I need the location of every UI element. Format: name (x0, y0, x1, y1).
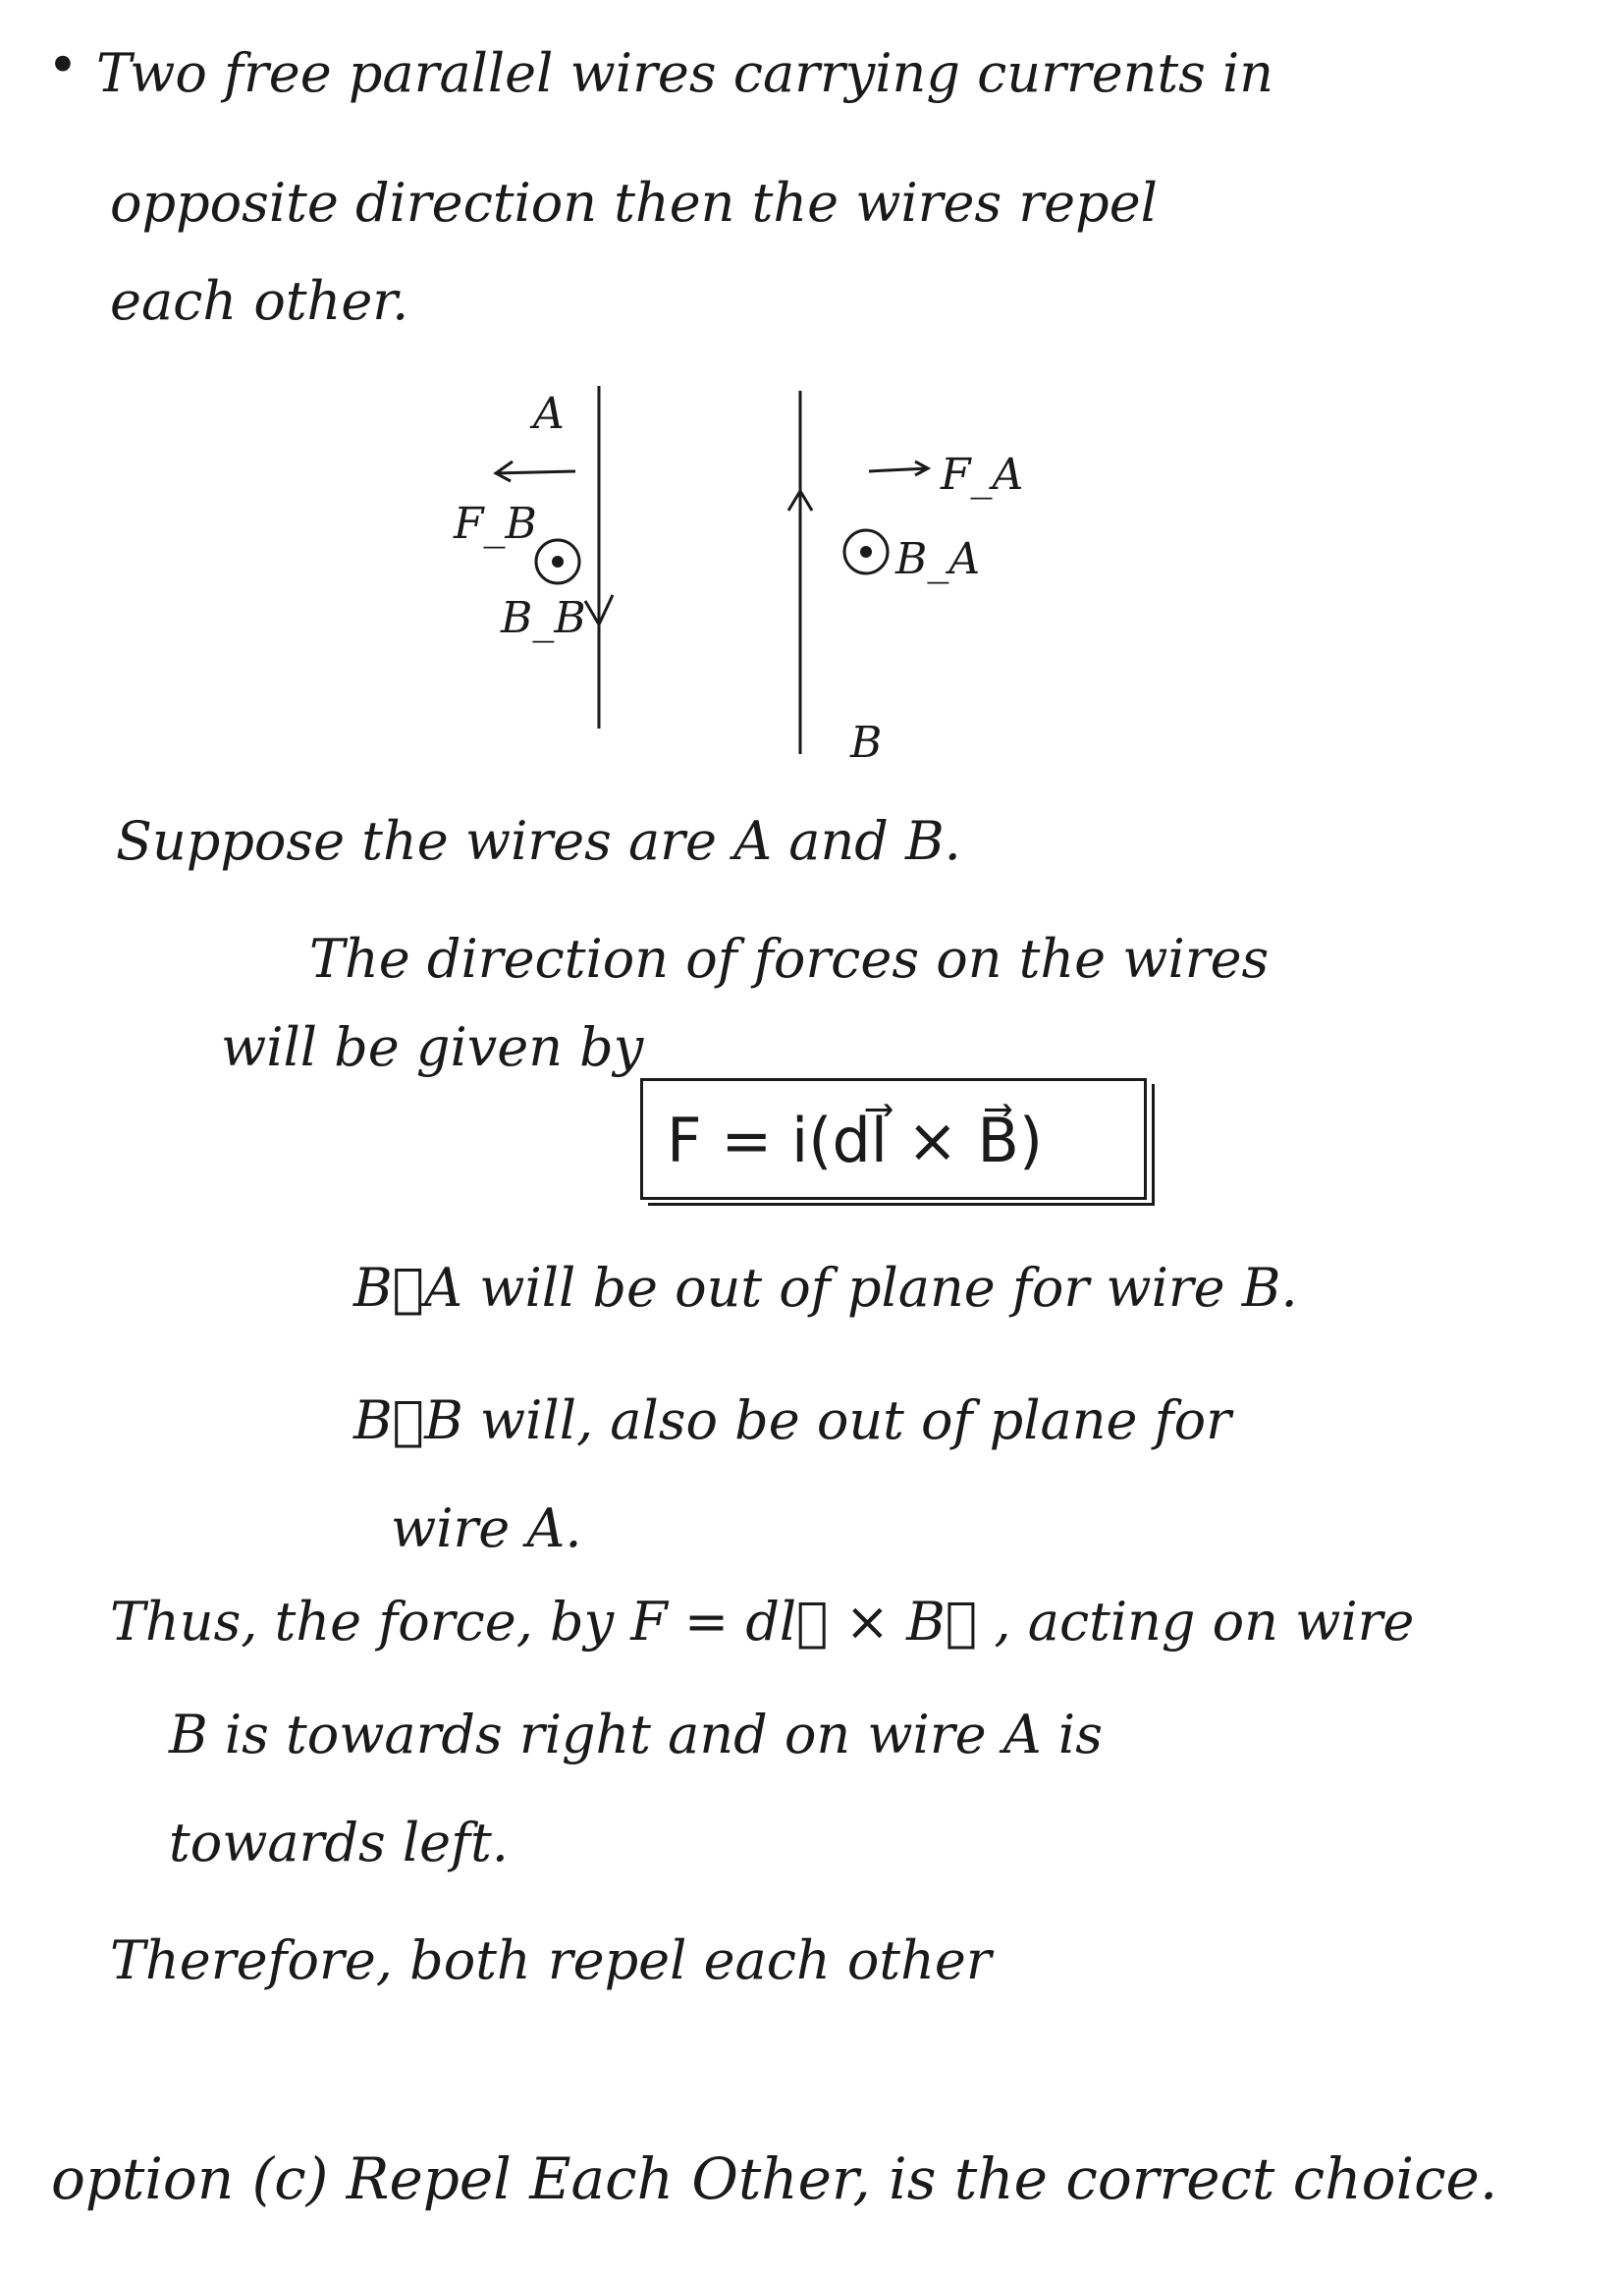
force-b-arrow (493, 460, 576, 483)
current-down-arrow (583, 594, 615, 628)
wire-a-label: A (533, 389, 565, 439)
text-line: wire A. (391, 1497, 582, 1559)
force-b-label: F_B (454, 499, 537, 549)
text-line: will be given by (221, 1016, 644, 1078)
conclusion: option (c) Repel Each Other, is the corr… (51, 2145, 1498, 2212)
text-line: towards left. (169, 1812, 509, 1873)
bullet: • (47, 34, 79, 96)
field-a-label: B_A (895, 534, 981, 584)
wire-b-label: B (850, 718, 883, 768)
formula-box: F = i(dl⃗ × B⃗) (640, 1078, 1147, 1200)
text-line: Thus, the force, by F = dl⃗ × B⃗ , actin… (110, 1591, 1415, 1653)
text-line: B⃗B will, also be out of plane for (353, 1389, 1231, 1451)
intro-line-3: each other. (110, 270, 409, 332)
out-of-plane-dot-icon (552, 556, 564, 568)
text-line: B⃗A will be out of plane for wire B. (353, 1257, 1298, 1319)
formula: F = i(dl⃗ × B⃗) (667, 1105, 1044, 1176)
intro-line-2: opposite direction then the wires repel (110, 172, 1158, 234)
out-of-plane-dot-icon (860, 546, 872, 558)
text-line: The direction of forces on the wires (309, 928, 1270, 990)
current-up-arrow (786, 488, 814, 512)
field-a-circle (842, 528, 890, 575)
force-a-arrow (868, 460, 932, 477)
field-b-label: B_B (501, 593, 586, 643)
text-line: B is towards right and on wire A is (169, 1704, 1103, 1765)
text-line: Suppose the wires are A and B. (116, 810, 961, 872)
force-a-label: F_A (941, 450, 1024, 500)
field-b-circle (534, 538, 581, 585)
text-line: Therefore, both repel each other (110, 1929, 992, 1991)
intro-line-1: Two free parallel wires carrying current… (96, 42, 1274, 104)
